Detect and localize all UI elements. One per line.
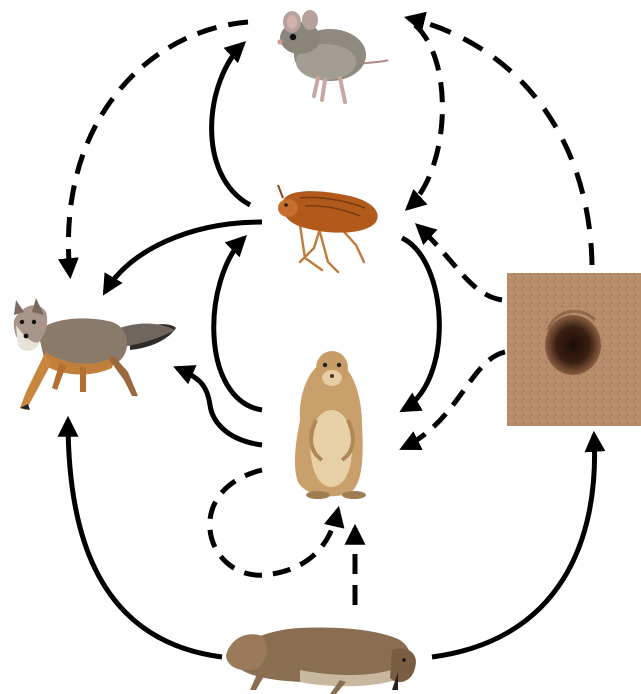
arrow-flea-to-mouse	[212, 44, 250, 205]
flea-icon	[278, 185, 378, 272]
arrow-flea-to-fox	[105, 222, 262, 292]
arrow-mouse-to-flea	[408, 25, 442, 208]
arrow-burrow-to-flea	[418, 226, 502, 300]
dead-squirrel-icon	[226, 628, 416, 694]
fox-icon	[14, 298, 176, 410]
burrow-soil-icon	[507, 273, 641, 426]
arrow-flea-to-prairie-dog	[402, 238, 439, 410]
prairie-dog-icon	[295, 351, 366, 499]
mouse-icon	[277, 10, 388, 102]
arrow-dead-squirrel-to-burrow	[432, 435, 595, 657]
arrow-dead-squirrel-to-fox	[68, 420, 222, 657]
arrow-mouse-to-fox	[68, 22, 248, 275]
arrow-prairie-dog-to-flea	[214, 238, 262, 410]
